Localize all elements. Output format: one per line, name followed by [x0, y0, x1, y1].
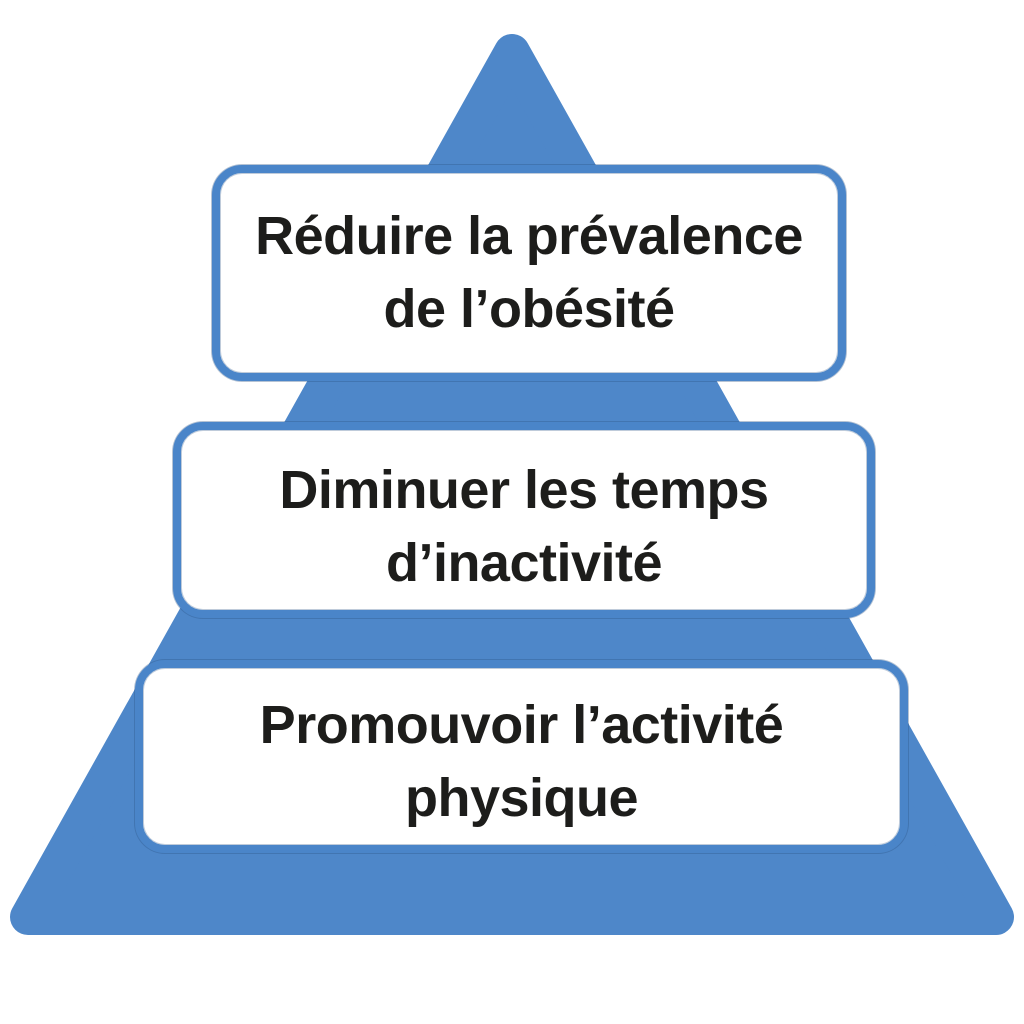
goal-text-line: d’inactivité: [385, 533, 663, 593]
goal-text-line: physique: [404, 767, 639, 828]
goal-text-line: Promouvoir l’activité: [259, 694, 784, 755]
goal-box-middle: Diminuer les temps d’inactivité: [173, 422, 875, 618]
goal-text-line: Diminuer les temps: [279, 460, 769, 520]
goal-text-line: de l’obésité: [383, 279, 675, 339]
goal-box-top: Réduire la prévalence de l’obésité: [212, 165, 846, 381]
goal-text-line: Réduire la prévalence: [255, 206, 803, 266]
goal-box-bottom: Promouvoir l’activité physique: [135, 660, 908, 853]
